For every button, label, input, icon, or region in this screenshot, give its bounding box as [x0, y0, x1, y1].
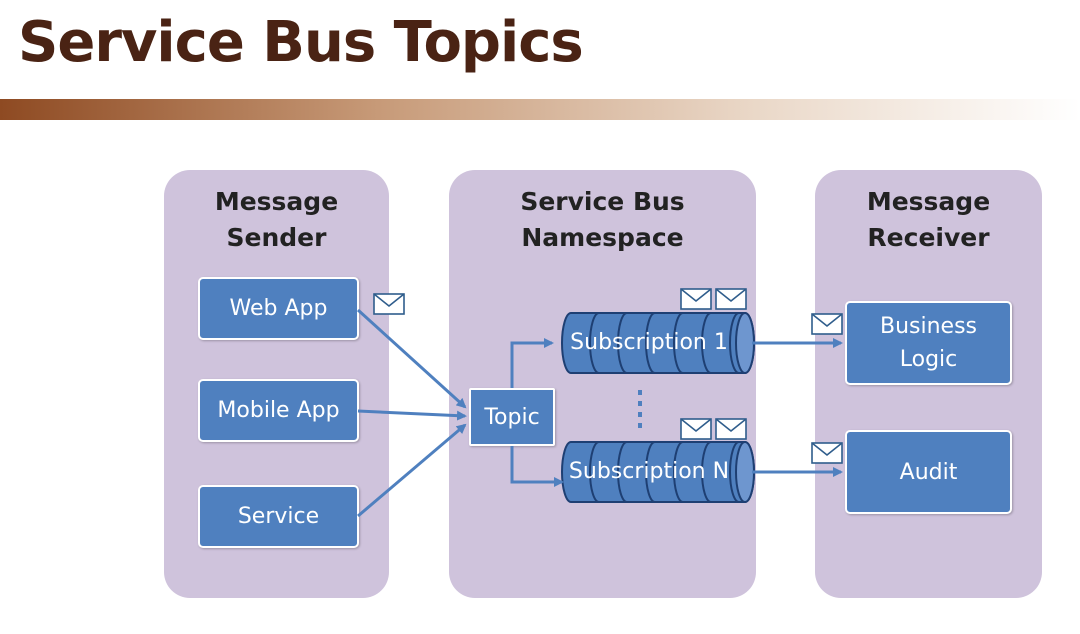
envelope-icon [811, 442, 843, 464]
namespace-title-line1: Service Bus [520, 187, 685, 216]
page-title: Service Bus Topics [18, 10, 584, 75]
envelope-icon [680, 288, 712, 310]
envelope-icon [715, 288, 747, 310]
audit-box: Audit [845, 430, 1012, 514]
mobile-app-box: Mobile App [198, 379, 359, 442]
arrow-icon [510, 446, 564, 487]
namespace-title-line2: Namespace [521, 223, 684, 252]
message-receiver-title-line2: Receiver [867, 223, 990, 252]
envelope-icon [373, 293, 405, 315]
title-underline-bar [0, 99, 1080, 120]
subscription-n-label: Subscription N [568, 459, 730, 484]
web-app-box: Web App [198, 277, 359, 340]
arrow-icon [356, 308, 467, 409]
ellipsis-vertical-icon [638, 390, 642, 428]
service-box: Service [198, 485, 359, 548]
subscription-1-label: Subscription 1 [570, 330, 728, 355]
message-sender-title-line2: Sender [226, 223, 327, 252]
arrow-icon [357, 423, 467, 518]
business-logic-box: Business Logic [845, 301, 1012, 385]
message-receiver-title: Message Receiver [815, 184, 1042, 256]
arrow-icon [357, 409, 467, 421]
queue-cylinder-icon [561, 312, 755, 374]
arrow-icon [510, 338, 554, 388]
message-sender-title-line1: Message [214, 187, 339, 216]
queue-cylinder-icon [561, 441, 755, 503]
service-bus-namespace-panel: Service Bus Namespace [449, 170, 756, 598]
envelope-icon [811, 313, 843, 335]
envelope-icon [715, 418, 747, 440]
envelope-icon [680, 418, 712, 440]
message-sender-title: Message Sender [164, 184, 389, 256]
topic-box: Topic [469, 388, 555, 446]
namespace-title: Service Bus Namespace [449, 184, 756, 256]
message-receiver-title-line1: Message [866, 187, 991, 216]
